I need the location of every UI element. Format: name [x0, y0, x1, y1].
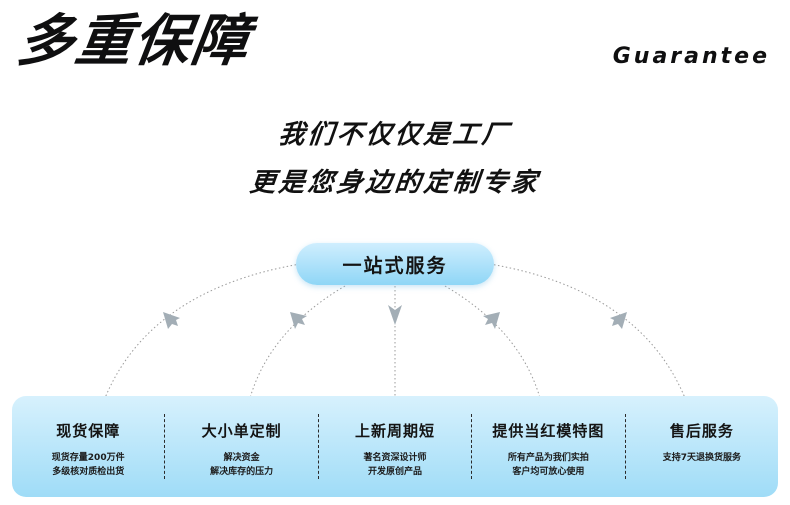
divider: [164, 414, 166, 479]
feature-model-photos: 提供当红模特图 所有产品为我们实拍 客户均可放心使用: [472, 396, 624, 497]
feature-title: 售后服务: [669, 422, 734, 440]
connector-arc-4: [444, 285, 541, 399]
feature-desc: 著名资深设计师: [363, 453, 427, 463]
page-title-english: Guarantee: [612, 44, 770, 69]
subtitle-line-2: 更是您身边的定制专家: [248, 168, 542, 198]
feature-after-sales: 售后服务 支持7天退换货服务: [626, 396, 778, 497]
feature-title: 提供当红模特图: [492, 422, 605, 440]
arrow-down-left-icon: [163, 312, 180, 329]
arrow-down-right-icon: [610, 312, 627, 329]
feature-desc: 支持7天退换货服务: [662, 453, 741, 463]
feature-desc: 多级核对质检出货: [52, 467, 125, 477]
arrow-down-right-icon: [483, 312, 500, 329]
connector-arc-5: [489, 263, 686, 399]
feature-desc: 开发原创产品: [368, 467, 423, 477]
feature-new-arrivals: 上新周期短 著名资深设计师 开发原创产品: [319, 396, 471, 497]
subtitle-line-1: 我们不仅仅是工厂: [277, 120, 513, 150]
arrow-down-left-icon: [290, 312, 307, 329]
feature-title: 现货保障: [56, 422, 121, 440]
feature-desc: 客户均可放心使用: [512, 467, 585, 477]
divider: [624, 414, 626, 479]
features-panel: 现货保障 现货存量200万件 多级核对质检出货 大小单定制 解决资金 解决库存的…: [12, 396, 778, 497]
feature-title: 大小单定制: [201, 422, 282, 440]
arrow-down-icon: [388, 305, 402, 325]
feature-custom-orders: 大小单定制 解决资金 解决库存的压力: [165, 396, 317, 497]
connector-arc-2: [249, 285, 346, 399]
feature-title: 上新周期短: [355, 422, 436, 440]
divider: [317, 414, 319, 479]
divider: [471, 414, 473, 479]
feature-desc: 所有产品为我们实拍: [507, 453, 589, 463]
page-title: 多重保障: [13, 9, 255, 74]
connector-arc-1: [104, 263, 301, 399]
feature-desc: 解决资金: [223, 453, 260, 463]
feature-desc: 现货存量200万件: [51, 453, 125, 463]
one-stop-service-badge: 一站式服务: [296, 243, 494, 285]
feature-desc: 解决库存的压力: [210, 467, 274, 477]
feature-stock-guarantee: 现货保障 现货存量200万件 多级核对质检出货: [12, 396, 164, 497]
